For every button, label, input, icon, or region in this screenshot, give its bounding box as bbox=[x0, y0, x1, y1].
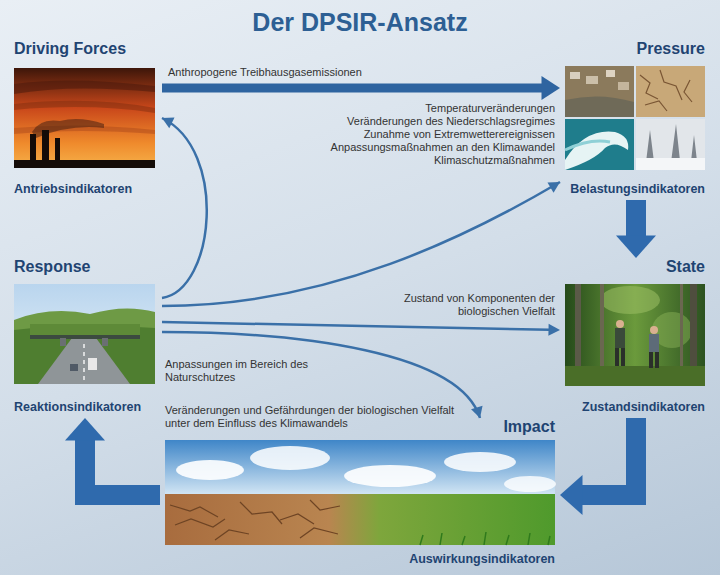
edge-label: Anthropogene Treibhausgasemissionen bbox=[168, 66, 362, 79]
annotation-group: Zustand von Komponenten der biologischen… bbox=[395, 292, 555, 318]
response-note: Anpassungen im Bereich des Naturschutzes bbox=[165, 358, 315, 384]
indicator-caption: Auswirkungsindikatoren bbox=[409, 552, 555, 567]
arrow-shaft bbox=[162, 322, 549, 330]
arrow-shaft bbox=[626, 200, 646, 236]
arrow-shaft bbox=[162, 84, 542, 93]
state-note: Zustand von Komponenten der biologischen… bbox=[395, 292, 555, 318]
arrow-head bbox=[162, 117, 175, 128]
drought-versus-green-photo bbox=[165, 440, 556, 545]
annotation-group: Anpassungen im Bereich des Naturschutzes bbox=[165, 358, 315, 384]
arrow-shaft bbox=[582, 418, 636, 495]
flow-arrow bbox=[65, 418, 160, 495]
component-heading: Pressure bbox=[637, 40, 706, 58]
arrow-head bbox=[542, 76, 561, 100]
dpsir-component: ResponseReaktionsindikatoren bbox=[10, 258, 162, 418]
indicator-caption: Antriebsindikatoren bbox=[14, 182, 132, 197]
arrow-shaft bbox=[162, 182, 560, 306]
smokestack-photo bbox=[14, 68, 155, 168]
dpsir-component: StateZustandsindikatoren bbox=[560, 258, 712, 418]
annotation-group: Veränderungen und Gefährdungen der biolo… bbox=[165, 404, 455, 430]
flow-arrow bbox=[162, 117, 207, 298]
component-heading: State bbox=[666, 258, 705, 276]
dpsir-component: PressureBelastungsindikatoren bbox=[560, 40, 712, 200]
indicator-caption: Belastungsindikatoren bbox=[570, 182, 705, 197]
arrow-shaft bbox=[85, 440, 160, 495]
arrow-head bbox=[471, 406, 482, 418]
forest-photo bbox=[565, 284, 705, 386]
arrow-head bbox=[65, 418, 105, 441]
annotation-group: TemperaturveränderungenVeränderungen des… bbox=[300, 102, 555, 167]
pressure-item: Zunahme von Extremwetterereignissen bbox=[300, 128, 555, 141]
component-heading: Impact bbox=[503, 418, 555, 436]
diagram-title: Der DPSIR-Ansatz bbox=[0, 8, 720, 37]
flow-arrow bbox=[162, 76, 560, 100]
component-heading: Driving Forces bbox=[14, 40, 126, 58]
climate-impacts-photo bbox=[565, 66, 705, 170]
pressure-item: Anpassungsmaßnahmen an den Klimawandel bbox=[300, 141, 555, 154]
indicator-caption: Reaktionsindikatoren bbox=[14, 400, 141, 415]
arrow-shaft bbox=[162, 118, 207, 298]
dpsir-component: ImpactAuswirkungsindikatoren bbox=[160, 418, 560, 570]
arrow-head bbox=[548, 324, 560, 336]
indicator-caption: Zustandsindikatoren bbox=[582, 400, 705, 415]
pressure-item: Klimaschutzmaßnahmen bbox=[300, 154, 555, 167]
pressure-item: Veränderungen des Niederschlagsregimes bbox=[300, 115, 555, 128]
arrow-head bbox=[616, 236, 656, 259]
component-heading: Response bbox=[14, 258, 90, 276]
wildlife-bridge-photo bbox=[14, 284, 155, 384]
pressure-item: Temperaturveränderungen bbox=[300, 102, 555, 115]
flow-arrow bbox=[560, 418, 636, 515]
impact-note: Veränderungen und Gefährdungen der biolo… bbox=[165, 404, 455, 430]
dpsir-component: Driving ForcesAntriebsindikatoren bbox=[10, 40, 162, 200]
arrow-head bbox=[547, 182, 560, 193]
flow-arrow bbox=[162, 182, 560, 306]
arrow-head bbox=[560, 475, 583, 515]
flow-arrow bbox=[616, 200, 656, 258]
